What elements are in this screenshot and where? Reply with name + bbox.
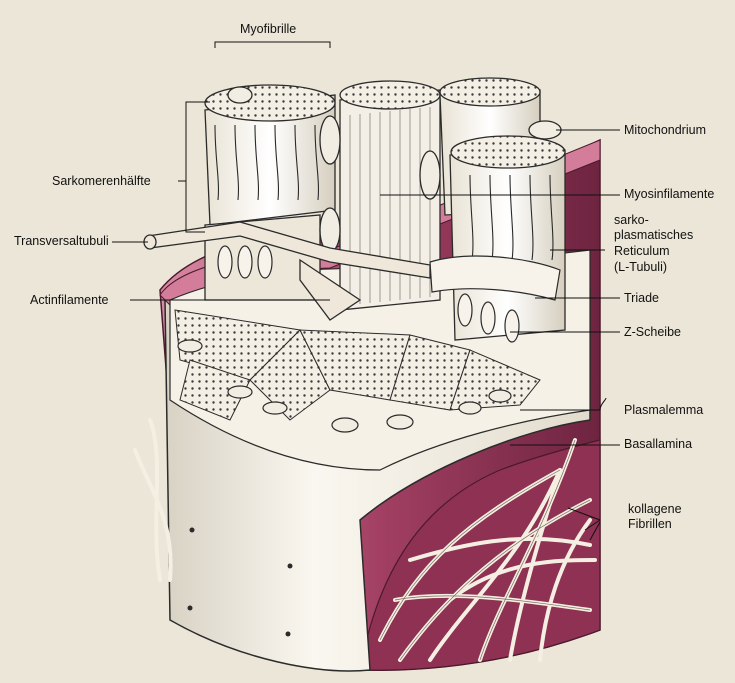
label-sr-line3: Reticulum [614, 244, 670, 259]
label-transversaltubuli: Transversaltubuli [14, 234, 109, 249]
label-mitochondrium: Mitochondrium [624, 123, 706, 138]
label-myosinfilamente: Myosinfilamente [624, 187, 714, 202]
label-sr-line4: (L-Tubuli) [614, 260, 667, 275]
label-triade: Triade [624, 291, 659, 306]
label-myofibrille: Myofibrille [240, 22, 296, 37]
label-plasmalemma: Plasmalemma [624, 403, 703, 418]
label-basallamina: Basallamina [624, 437, 692, 452]
label-sarkomerenhaelfte: Sarkomerenhälfte [52, 174, 151, 189]
label-kollagene-line2: Fibrillen [628, 517, 672, 532]
label-sr-line2: plasmatisches [614, 228, 693, 243]
myofibrille-bracket [215, 42, 330, 48]
label-actinfilamente: Actinfilamente [30, 293, 109, 308]
label-z-scheibe: Z-Scheibe [624, 325, 681, 340]
label-sr-line1: sarko- [614, 213, 649, 228]
label-kollagene-line1: kollagene [628, 502, 682, 517]
